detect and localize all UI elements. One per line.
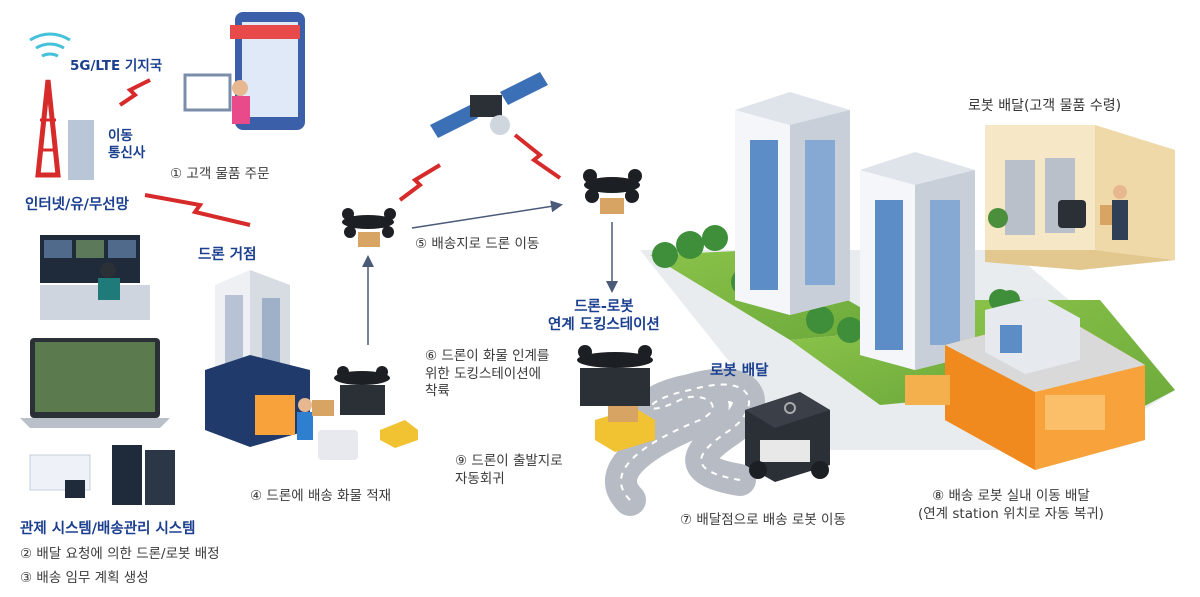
satellite (430, 72, 548, 138)
network-label: 인터넷/유/무선망 (25, 197, 129, 213)
drone-top (583, 169, 642, 214)
step-8-label: ⑧ 배송 로봇 실내 이동 배달 (연계 station 위치로 자동 복귀) (918, 488, 1104, 522)
dock-station-label: 드론-로봇 연계 도킹스테이션 (548, 299, 660, 334)
cell-tower (29, 32, 94, 180)
step-9-label: ⑨ 드론이 출발지로 자동회귀 (455, 453, 563, 487)
worker-with-boxes (297, 398, 358, 460)
drone-hub-building (205, 270, 310, 447)
dock-robot (595, 402, 655, 452)
robot-road (605, 368, 765, 516)
signal-links (118, 78, 562, 227)
server-rack (29, 445, 175, 505)
step-1-label: ① 고객 물품 주문 (170, 166, 270, 182)
shopping-phone (183, 12, 305, 130)
step-4-label: ④ 드론에 배송 화물 적재 (250, 488, 392, 504)
control-system-label: 관제 시스템/배송관리 시스템 (20, 521, 196, 537)
step-2-label: ② 배달 요청에 의한 드론/로봇 배정 (20, 546, 220, 562)
dock-drone (577, 345, 653, 406)
delivery-robot (745, 392, 830, 482)
laptop-map (20, 338, 170, 428)
docking-station-building (905, 296, 1145, 470)
indoor-room-scene (985, 125, 1175, 270)
indoor-delivery-label: 로봇 배달(고객 물품 수령) (968, 98, 1122, 114)
base-station-label: 5G/LTE 기지국 (70, 58, 163, 74)
step-6-label: ⑥ 드론이 화물 인계를 위한 도킹스테이션에 착륙 (425, 348, 550, 400)
step-7-label: ⑦ 배달점으로 배송 로봇 이동 (680, 512, 846, 528)
robot-delivery-label: 로봇 배달 (710, 363, 769, 379)
drone-hub-label: 드론 거점 (198, 247, 257, 263)
telecom-label: 이동 통신사 (108, 128, 146, 161)
drone-mid (342, 208, 396, 247)
flow-arrows (362, 200, 618, 345)
step-3-label: ③ 배송 임무 계획 생성 (20, 570, 149, 586)
step-5-label: ⑤ 배송지로 드론 이동 (415, 236, 540, 252)
drone-hub-loading (334, 366, 418, 448)
apartment-building-1 (735, 92, 850, 315)
apartment-building-2 (860, 152, 975, 370)
control-room (40, 235, 150, 320)
